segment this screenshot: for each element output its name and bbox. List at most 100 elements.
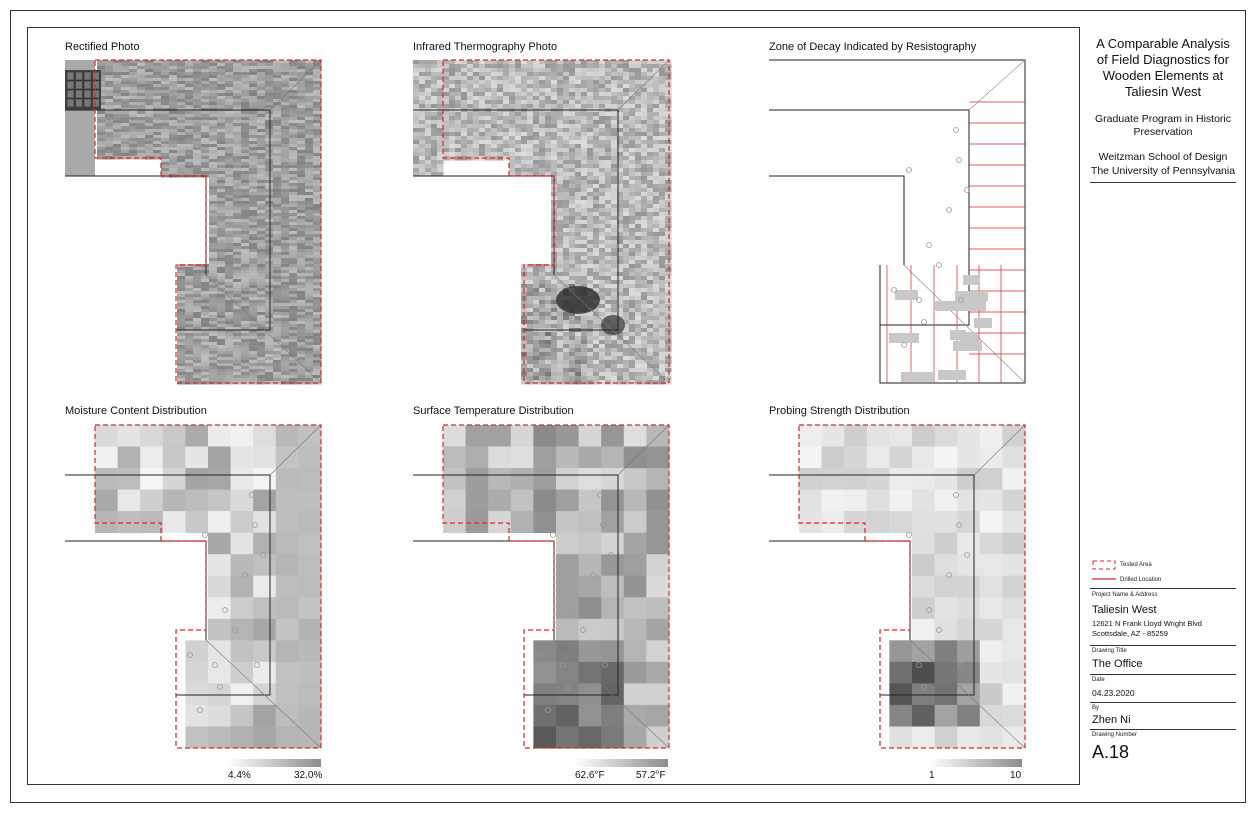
heat-cell	[185, 468, 209, 491]
photo-pixel	[185, 66, 194, 70]
ir-pixel	[557, 344, 564, 349]
ir-pixel	[545, 292, 552, 297]
ir-pixel	[605, 348, 612, 353]
ir-pixel	[635, 360, 642, 365]
ir-pixel	[437, 100, 444, 105]
photo-pixel	[225, 324, 234, 328]
photo-pixel	[209, 111, 218, 115]
ir-pixel	[599, 240, 606, 245]
photo-pixel	[305, 360, 314, 364]
ir-pixel	[485, 68, 492, 73]
ir-pixel	[533, 340, 540, 345]
heat-cell	[934, 683, 958, 706]
photo-pixel	[305, 207, 314, 211]
photo-pixel	[177, 69, 186, 73]
ir-pixel	[599, 96, 606, 101]
ir-pixel	[593, 324, 600, 329]
ir-pixel	[605, 168, 612, 173]
photo-pixel	[281, 84, 290, 88]
photo-pixel	[217, 294, 226, 298]
heat-cell	[957, 597, 981, 620]
photo-pixel	[297, 120, 306, 124]
photo-pixel	[177, 273, 186, 277]
photo-pixel	[257, 246, 266, 250]
photo-pixel	[161, 147, 170, 151]
photo-pixel	[217, 138, 226, 142]
photo-pixel	[273, 276, 282, 280]
photo-pixel	[305, 369, 314, 373]
photo-pixel	[217, 60, 226, 64]
ir-pixel	[497, 104, 504, 109]
ir-pixel	[527, 84, 534, 89]
heat-cell	[208, 468, 232, 491]
ir-pixel	[515, 84, 522, 89]
ir-pixel	[611, 148, 618, 153]
photo-pixel	[217, 246, 226, 250]
ir-pixel	[431, 152, 438, 157]
ir-pixel	[617, 108, 624, 113]
ir-pixel	[491, 100, 498, 105]
photo-pixel	[137, 78, 146, 82]
ir-pixel	[599, 200, 606, 205]
ir-pixel	[491, 136, 498, 141]
photo-pixel	[265, 240, 274, 244]
photo-pixel	[297, 261, 306, 265]
photo-pixel	[305, 168, 314, 172]
photo-pixel	[305, 162, 314, 166]
photo-pixel	[249, 189, 258, 193]
ir-pixel	[545, 148, 552, 153]
photo-pixel	[281, 222, 290, 226]
photo-pixel	[241, 171, 250, 175]
ir-pixel	[527, 96, 534, 101]
ir-pixel	[617, 220, 624, 225]
ir-pixel	[629, 248, 636, 253]
photo-pixel	[257, 105, 266, 109]
ir-pixel	[641, 104, 648, 109]
ir-pixel	[647, 284, 654, 289]
photo-pixel	[185, 354, 194, 358]
photo-pixel	[313, 159, 322, 163]
photo-pixel	[257, 267, 266, 271]
ir-pixel	[581, 356, 588, 361]
ir-pixel	[611, 288, 618, 293]
photo-pixel	[177, 147, 186, 151]
ir-pixel	[539, 372, 546, 377]
photo-pixel	[217, 66, 226, 70]
photo-pixel	[225, 192, 234, 196]
photo-pixel	[105, 66, 114, 70]
ir-pixel	[581, 132, 588, 137]
photo-pixel	[209, 309, 218, 313]
photo-pixel	[281, 339, 290, 343]
photo-pixel	[177, 96, 186, 100]
ir-pixel	[467, 100, 474, 105]
ir-pixel	[497, 96, 504, 101]
ir-pixel	[431, 148, 438, 153]
photo-pixel	[281, 354, 290, 358]
photo-pixel	[265, 210, 274, 214]
ir-pixel	[473, 84, 480, 89]
ir-pixel	[587, 64, 594, 69]
ir-pixel	[605, 204, 612, 209]
ir-pixel	[581, 268, 588, 273]
ir-pixel	[479, 124, 486, 129]
photo-pixel	[241, 123, 250, 127]
ir-pixel	[575, 360, 582, 365]
ir-pixel	[419, 144, 426, 149]
heat-cell	[957, 704, 981, 727]
photo-pixel	[233, 357, 242, 361]
photo-pixel	[257, 354, 266, 358]
ir-pixel	[659, 232, 666, 237]
photo-pixel	[273, 246, 282, 250]
ir-pixel	[587, 232, 594, 237]
photo-pixel	[281, 147, 290, 151]
photo-pixel	[249, 159, 258, 163]
ir-pixel	[623, 308, 630, 313]
ir-pixel	[647, 316, 654, 321]
photo-pixel	[209, 216, 218, 220]
ir-pixel	[647, 144, 654, 149]
photo-pixel	[193, 345, 202, 349]
photo-pixel	[289, 111, 298, 115]
ir-pixel	[617, 268, 624, 273]
ir-pixel	[533, 84, 540, 89]
photo-pixel	[257, 102, 266, 106]
